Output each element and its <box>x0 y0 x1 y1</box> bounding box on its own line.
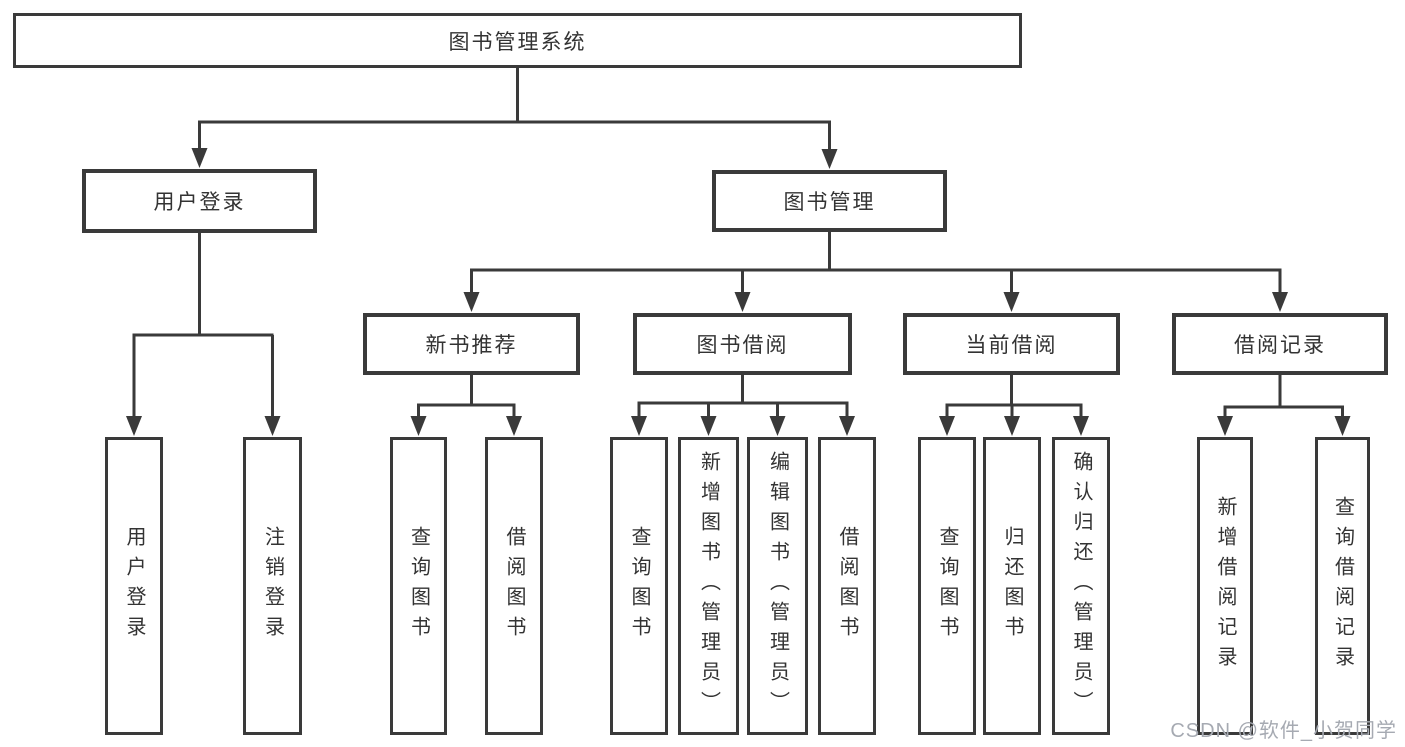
node-root: 图书管理系统 <box>13 13 1022 68</box>
node-book-management-label: 图书管理 <box>783 191 876 214</box>
node-user-login-label: 用户登录 <box>153 191 246 214</box>
leaf-return-book: 归还图书 <box>983 437 1041 735</box>
leaf-edit-book-admin-label: 编辑图书（管理员） <box>766 451 789 721</box>
leaf-user-login: 用户登录 <box>105 437 163 735</box>
leaf-query-book-current-label: 查询图书 <box>936 526 958 646</box>
leaf-query-book-recommend: 查询图书 <box>390 437 447 735</box>
node-user-login: 用户登录 <box>82 169 317 233</box>
node-current-borrow: 当前借阅 <box>903 313 1120 375</box>
csdn-watermark: CSDN @软件_小贺同学 <box>1170 720 1397 742</box>
node-borrow-record: 借阅记录 <box>1172 313 1388 375</box>
node-new-book-recommend-label: 新书推荐 <box>425 334 518 357</box>
node-root-label: 图书管理系统 <box>448 30 587 54</box>
leaf-borrow-book-recommend: 借阅图书 <box>485 437 543 735</box>
node-borrow-record-label: 借阅记录 <box>1234 334 1326 357</box>
leaf-query-book-borrow-label: 查询图书 <box>628 526 650 646</box>
leaf-query-borrow-record: 查询借阅记录 <box>1315 437 1370 735</box>
leaf-query-borrow-record-label: 查询借阅记录 <box>1331 496 1354 676</box>
leaf-return-book-label: 归还图书 <box>1001 526 1023 646</box>
leaf-logout-label: 注销登录 <box>261 526 284 646</box>
leaf-user-login-label: 用户登录 <box>123 526 145 646</box>
leaf-confirm-return-admin: 确认归还（管理员） <box>1052 437 1110 735</box>
leaf-add-borrow-record-label: 新增借阅记录 <box>1214 496 1236 676</box>
node-current-borrow-label: 当前借阅 <box>965 334 1058 357</box>
leaf-add-borrow-record: 新增借阅记录 <box>1197 437 1253 735</box>
leaf-logout: 注销登录 <box>243 437 302 735</box>
node-book-borrow-label: 图书借阅 <box>696 334 789 357</box>
node-book-borrow: 图书借阅 <box>633 313 852 375</box>
leaf-borrow-book-label: 借阅图书 <box>836 526 858 646</box>
leaf-add-book-admin: 新增图书（管理员） <box>678 437 739 735</box>
leaf-edit-book-admin: 编辑图书（管理员） <box>747 437 808 735</box>
node-new-book-recommend: 新书推荐 <box>363 313 580 375</box>
leaf-borrow-book: 借阅图书 <box>818 437 876 735</box>
leaf-query-book-recommend-label: 查询图书 <box>407 526 430 646</box>
leaf-confirm-return-admin-label: 确认归还（管理员） <box>1070 451 1092 721</box>
node-book-management: 图书管理 <box>712 170 947 232</box>
leaf-add-book-admin-label: 新增图书（管理员） <box>697 451 720 721</box>
leaf-query-book-current: 查询图书 <box>918 437 976 735</box>
leaf-borrow-book-recommend-label: 借阅图书 <box>503 526 525 646</box>
leaf-query-book-borrow: 查询图书 <box>610 437 668 735</box>
